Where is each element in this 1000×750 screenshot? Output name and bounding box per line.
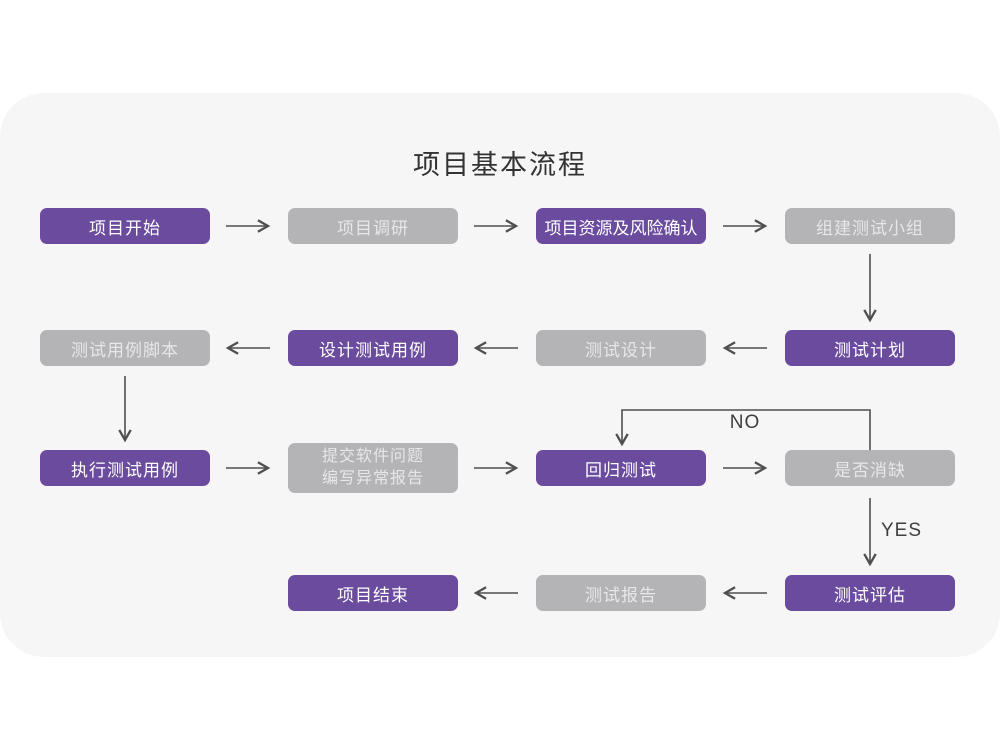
submit-issue-report-line2: 编写异常报告 — [321, 470, 424, 487]
node-project-start: 项目开始 — [40, 208, 210, 244]
node-test-plan: 测试计划 — [785, 330, 955, 366]
edge-label-yes: YES — [881, 520, 923, 541]
node-test-report: 测试报告 — [536, 575, 706, 611]
node-submit-issue-report: 提交软件问题 编写异常报告 — [288, 443, 458, 493]
node-resource-risk: 项目资源及风险确认 — [536, 208, 706, 244]
node-design-test-cases: 设计测试用例 — [288, 330, 458, 366]
node-project-research: 项目调研 — [288, 208, 458, 244]
arrow-defect-no-loop — [615, 409, 871, 450]
node-test-case-script: 测试用例脚本 — [40, 330, 210, 366]
flowchart-card — [0, 93, 1000, 657]
page-title: 项目基本流程 — [413, 150, 587, 180]
node-execute-test-cases: 执行测试用例 — [40, 450, 210, 486]
submit-issue-report-line1: 提交软件问题 — [321, 447, 424, 465]
node-project-end: 项目结束 — [288, 575, 458, 611]
node-defect-cleared: 是否消缺 — [785, 450, 955, 486]
edge-label-no: NO — [729, 412, 761, 433]
node-regression-test: 回归测试 — [536, 450, 706, 486]
node-build-test-team: 组建测试小组 — [785, 208, 955, 244]
node-test-design: 测试设计 — [536, 330, 706, 366]
node-test-evaluation: 测试评估 — [785, 575, 955, 611]
